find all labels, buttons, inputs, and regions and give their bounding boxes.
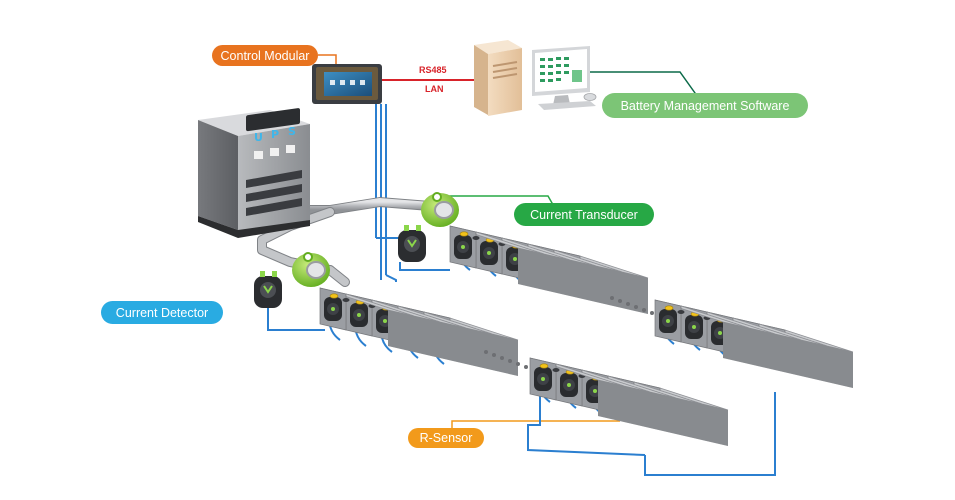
pc-tower (474, 40, 522, 116)
current-transducer-device-bottom (292, 252, 330, 287)
battery-cell (680, 305, 776, 370)
battery-cell (529, 357, 625, 422)
r-sensor-device (480, 241, 498, 265)
r-sensor-device (324, 297, 342, 321)
battery-cell (555, 363, 651, 428)
label-battery-management-software: Battery Management Software (602, 93, 808, 118)
battery-bank-back (449, 225, 649, 314)
svg-text:R-Sensor: R-Sensor (420, 431, 473, 445)
label-current-transducer: Current Transducer (514, 203, 654, 226)
current-transducer-device-top (421, 192, 459, 227)
battery-cell (706, 311, 802, 376)
lan-label: LAN (425, 84, 444, 94)
ups-cabinet: U P S (198, 108, 310, 238)
svg-text:Battery Management Software: Battery Management Software (621, 99, 790, 113)
control-module-device (312, 64, 382, 104)
battery-cell (449, 225, 545, 290)
r-sensor-device (659, 309, 677, 333)
battery-cell (475, 231, 571, 296)
r-sensor-device (350, 303, 368, 327)
bank-continuation-dots (484, 296, 654, 369)
rs485-label: RS485 (419, 65, 447, 75)
svg-text:U: U (254, 131, 263, 144)
svg-text:S: S (288, 125, 296, 138)
battery-bank-front-right (529, 357, 729, 446)
current-detector-device-bottom (254, 271, 282, 308)
label-current-detector: Current Detector (101, 301, 223, 324)
software-pointer-line (575, 71, 701, 101)
svg-text:Control Modular: Control Modular (221, 49, 310, 63)
control-pointer-line (318, 54, 337, 68)
label-control-modular: Control Modular (212, 45, 318, 66)
battery-cell (319, 287, 415, 352)
svg-text:Current Detector: Current Detector (116, 306, 208, 320)
battery-bank-front-left (319, 287, 519, 376)
battery-bank-far-right (654, 299, 854, 388)
current-detector-device-top (398, 225, 426, 262)
r-sensor-device (560, 373, 578, 397)
battery-cell (654, 299, 750, 364)
ups-label: U P S (254, 125, 296, 144)
battery-cell (345, 293, 441, 358)
svg-text:P: P (271, 128, 279, 141)
label-r-sensor: R-Sensor (408, 428, 484, 448)
r-sensor-device (685, 315, 703, 339)
r-sensor-device (534, 367, 552, 391)
pc-monitor (532, 46, 597, 110)
r-sensor-device (454, 235, 472, 259)
svg-text:Current Transducer: Current Transducer (530, 208, 638, 222)
